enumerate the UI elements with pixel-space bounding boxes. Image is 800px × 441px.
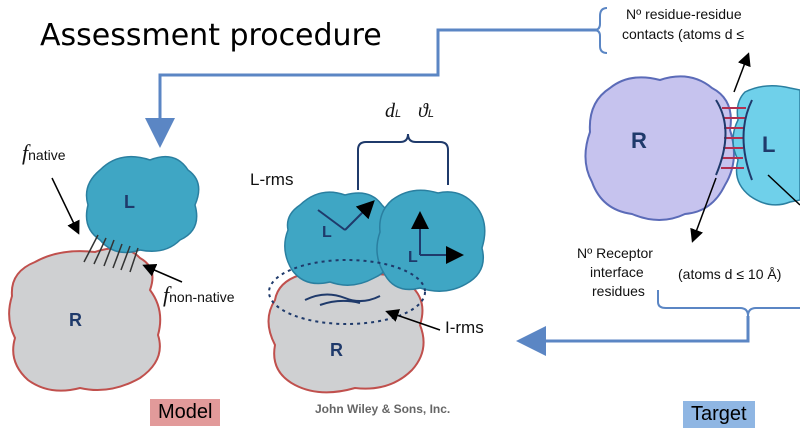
f-nonnative-label: fnon-native	[163, 282, 235, 308]
irms-arrow	[385, 309, 441, 331]
target-ligand-label: L	[762, 132, 776, 157]
f-native-symbol: f	[22, 140, 29, 165]
target-interface-curve	[715, 99, 753, 181]
brace-dl	[357, 133, 449, 190]
model-receptor-label: R	[69, 310, 82, 330]
dl-label: dL	[385, 100, 401, 123]
theta-subscript: L	[427, 108, 434, 120]
contacts-line-2: contacts (atoms d ≤	[622, 26, 745, 42]
dl-symbol: d	[385, 100, 395, 122]
credit-text: John Wiley & Sons, Inc.	[315, 402, 451, 416]
middle-receptor-label: R	[330, 340, 343, 360]
connector-top-line	[145, 28, 598, 148]
model-tag: Model	[150, 399, 221, 426]
connector-bottom-line	[516, 316, 750, 356]
theta-symbol: ϑ	[418, 100, 428, 122]
middle-ligand-2-label: L	[408, 249, 418, 266]
brace-target-bottom	[657, 290, 800, 317]
lrms-label: L-rms	[250, 170, 294, 189]
brace-contacts	[593, 7, 608, 54]
model-contact-lines	[83, 234, 139, 273]
receptor-residues-line-2: interface	[590, 264, 644, 280]
f-nonnative-subscript: non-native	[169, 289, 235, 305]
f-native-label: fnative	[22, 140, 65, 166]
atoms-distance-label: (atoms d ≤ 10 Å)	[678, 266, 782, 282]
f-nonnative-symbol: f	[163, 282, 170, 307]
axes-ligand-2	[411, 211, 464, 264]
axes-ligand-1	[317, 203, 372, 231]
irms-label: I-rms	[445, 318, 484, 337]
f-native-arrow	[51, 177, 80, 235]
middle-ligand-1-label: L	[322, 224, 332, 241]
receptor-residues-line-1: Nº Receptor	[577, 245, 653, 261]
target-tag: Target	[683, 401, 755, 428]
f-native-subscript: native	[28, 147, 66, 163]
receptor-residues-line-3: residues	[592, 283, 645, 299]
model-receptor-blob	[8, 247, 162, 392]
receptor-residues-arrow	[690, 177, 717, 243]
theta-label: ϑL	[418, 100, 434, 123]
middle-receptor-blob	[267, 270, 425, 394]
middle-ligand-2-blob	[376, 189, 486, 292]
contacts-arrow	[733, 52, 751, 93]
f-nonnative-arrow	[142, 263, 183, 283]
interface-ellipse	[268, 259, 426, 325]
target-receptor-label: R	[631, 128, 647, 153]
model-ligand-label: L	[124, 192, 135, 212]
target-receptor-blob	[584, 75, 735, 221]
target-contact-lines	[721, 107, 746, 169]
model-ligand-blob	[85, 155, 200, 254]
dl-subscript: L	[395, 108, 402, 120]
atoms-arrow	[767, 174, 800, 206]
middle-interface-lines	[304, 293, 381, 306]
middle-ligand-1-blob	[284, 191, 394, 286]
contacts-line-1: Nº residue-residue	[626, 6, 742, 22]
page-title: Assessment procedure	[40, 18, 382, 53]
